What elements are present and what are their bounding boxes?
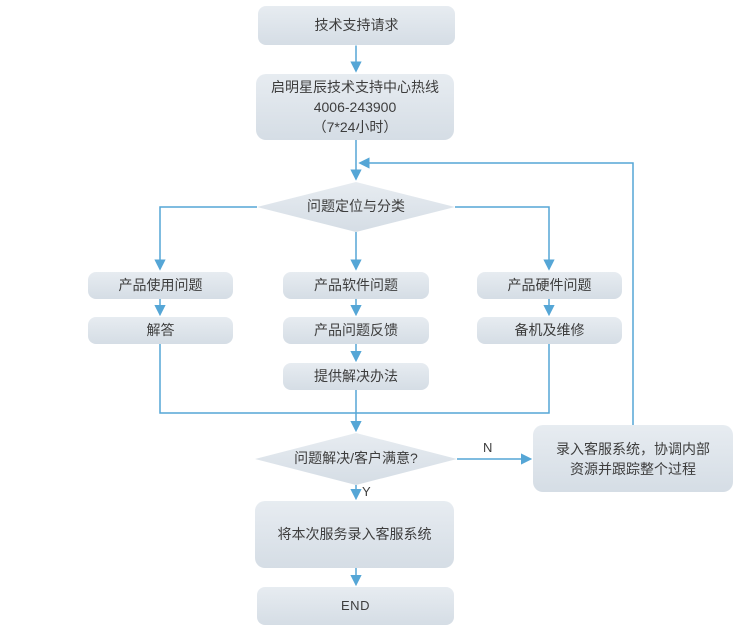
edge-label-no: N [483,440,493,455]
node-label-line1: 启明星辰技术支持中心热线 [271,79,439,95]
node-label: 将本次服务录入客服系统 [277,525,432,542]
node-label: 问题定位与分类 [307,198,405,215]
node-label: 提供解决办法 [314,367,398,384]
node-product-hardware-issue: 产品硬件问题 [477,272,622,299]
node-label-line2: 资源并跟踪整个过程 [570,460,696,477]
node-label: 产品硬件问题 [507,276,592,293]
node-answer: 解答 [88,317,233,344]
decision-customer-satisfied: 问题解决/客户满意? [255,433,457,485]
node-crm-track-process: 录入客服系统，协调内部 资源并跟踪整个过程 [533,425,733,492]
node-label-line2: 4006-243900 [313,99,397,115]
node-label: 问题解决/客户满意? [294,450,418,467]
node-label: 产品使用问题 [118,276,203,293]
edge-label-yes: Y [362,484,371,499]
node-end: END [257,587,454,625]
node-provide-solution: 提供解决办法 [283,363,429,390]
node-backup-and-repair: 备机及维修 [477,317,622,344]
node-label: 备机及维修 [514,321,585,338]
node-record-service-to-crm: 将本次服务录入客服系统 [255,501,454,568]
node-product-issue-feedback: 产品问题反馈 [283,317,429,344]
connector-classify-usage [154,206,257,271]
decision-problem-classification: 问题定位与分类 [257,182,455,232]
connector-classify-hardware [455,206,555,271]
node-label-line1: 录入客服系统，协调内部 [556,440,710,457]
node-tech-support-request: 技术支持请求 [258,6,455,45]
node-label: 产品软件问题 [314,276,398,293]
node-product-usage-issue: 产品使用问题 [88,272,233,299]
node-label: END [341,597,370,613]
node-support-hotline: 启明星辰技术支持中心热线 4006-243900 （7*24小时） [256,74,454,140]
node-label: 产品问题反馈 [314,321,398,338]
node-label-line3: （7*24小时） [312,119,398,135]
node-product-software-issue: 产品软件问题 [283,272,429,299]
node-label: 解答 [146,321,175,338]
node-label: 技术支持请求 [314,16,399,33]
